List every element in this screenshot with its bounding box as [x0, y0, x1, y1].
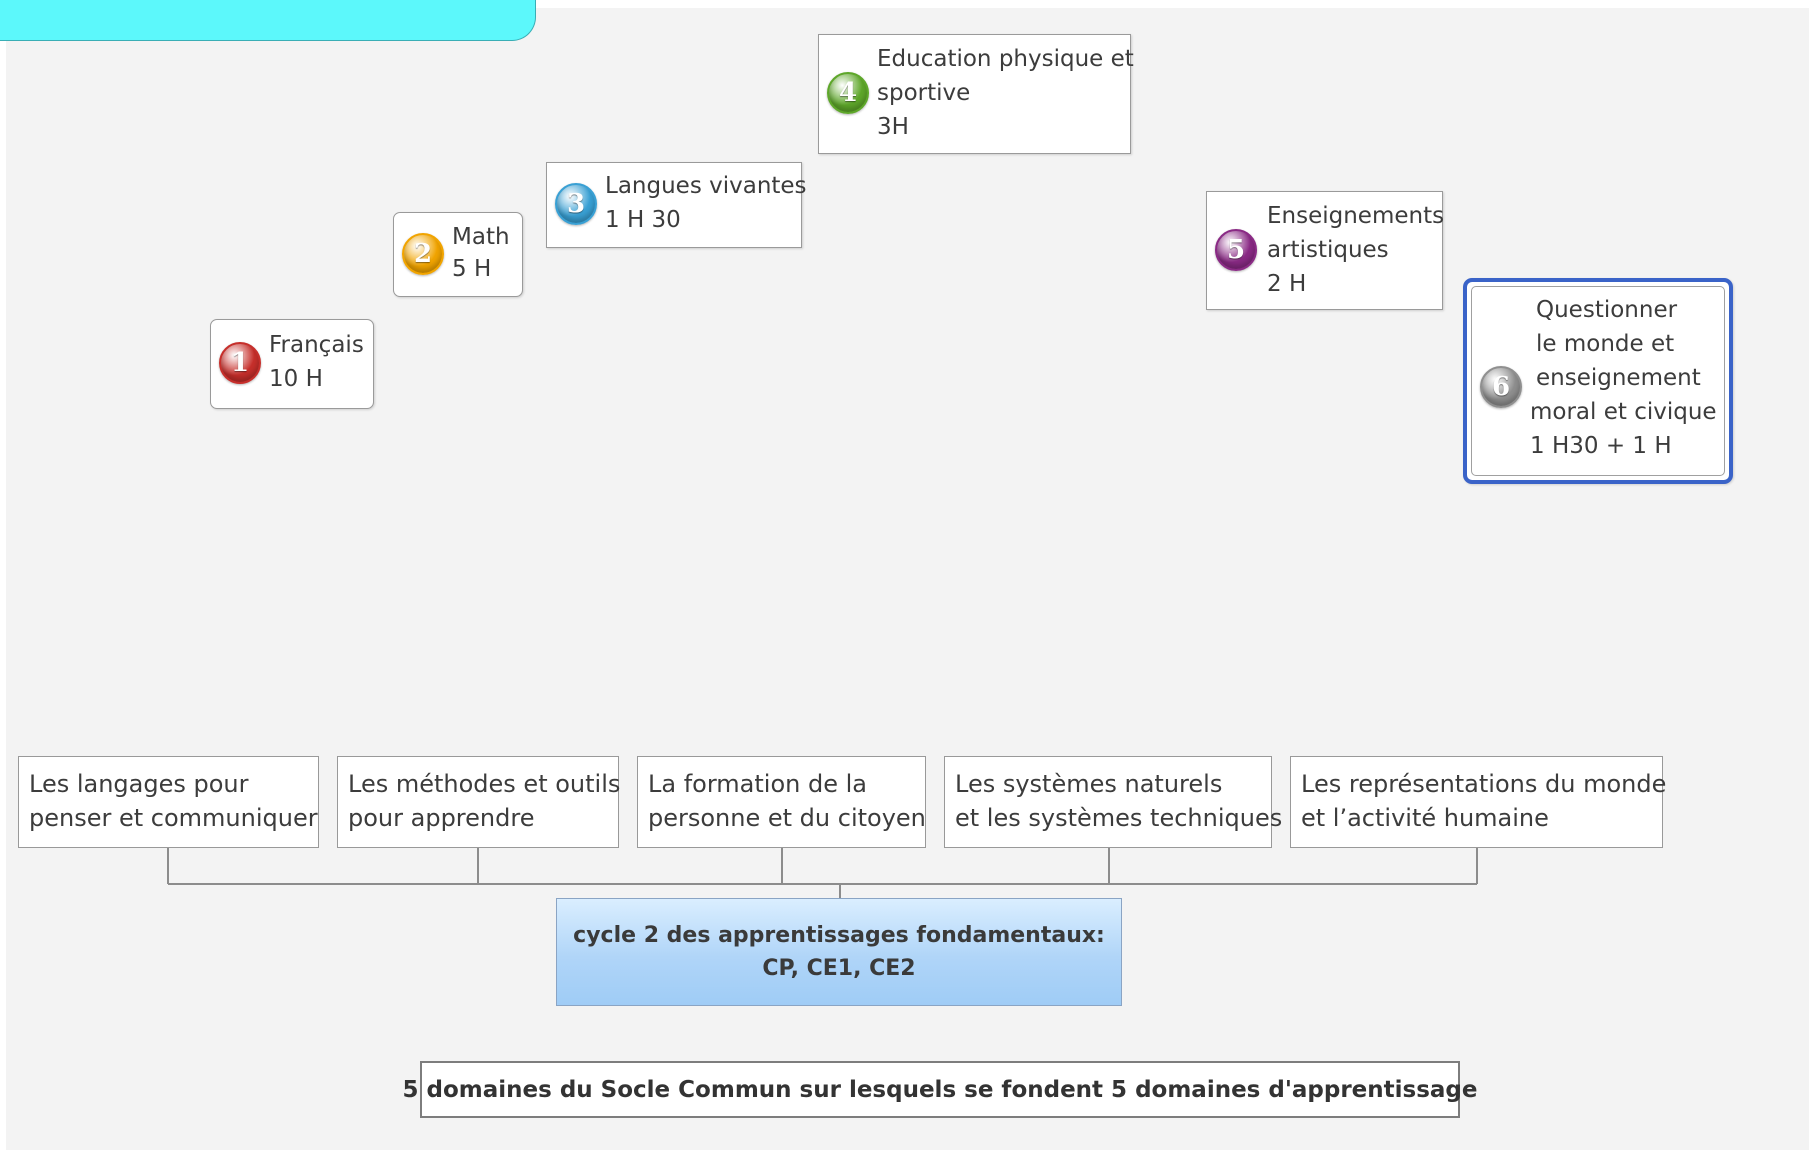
domain-label: Les systèmes naturels — [955, 770, 1223, 798]
domain-label: pour apprendre — [348, 804, 535, 832]
subject-node-francais[interactable]: 1 Français 10 H — [210, 319, 374, 409]
subject-label-cont: le monde et — [1536, 331, 1675, 357]
subject-label: Français — [269, 332, 364, 358]
subject-label-cont: enseignement — [1536, 365, 1701, 391]
domain-label: personne et du citoyen — [648, 804, 926, 832]
subject-node-arts[interactable]: 5 Enseignements artistiques 2 H — [1206, 191, 1445, 310]
subject-label: Langues vivantes — [605, 173, 807, 199]
central-topic[interactable]: cycle 2 des apprentissages fondamentaux:… — [556, 898, 1122, 1006]
number-5-icon: 5 — [1215, 229, 1257, 271]
subject-node-langues[interactable]: 3 Langues vivantes 1 H 30 — [546, 162, 807, 248]
domain-label: Les représentations du monde — [1301, 770, 1667, 798]
central-subtitle: CP, CE1, CE2 — [762, 956, 916, 981]
subject-hours: 1 H 30 — [605, 207, 681, 233]
subject-label: Questionner — [1536, 297, 1678, 323]
header-tab — [0, 0, 536, 41]
subject-label-cont: sportive — [877, 80, 971, 106]
domain-node-langages[interactable]: Les langages pour penser et communiquer — [18, 756, 319, 848]
domain-label: et l’activité humaine — [1301, 804, 1549, 832]
domain-label: penser et communiquer — [29, 804, 318, 832]
subject-label-cont: moral et civique — [1530, 399, 1717, 425]
subject-hours: 5 H — [452, 256, 492, 282]
subject-node-questionner[interactable]: 6 Questionner le monde et enseignement m… — [1463, 278, 1733, 484]
domain-label: Les méthodes et outils — [348, 770, 621, 798]
footer-text: 5 domaines du Socle Commun sur lesquels … — [402, 1076, 1478, 1103]
subject-hours: 2 H — [1267, 271, 1307, 297]
subject-node-math[interactable]: 2 Math 5 H — [393, 212, 523, 297]
subject-label: Education physique et — [877, 46, 1134, 72]
domain-label: La formation de la — [648, 770, 867, 798]
number-6-icon: 6 — [1480, 366, 1522, 408]
domain-node-formation[interactable]: La formation de la personne et du citoye… — [637, 756, 926, 848]
subject-label: Enseignements — [1267, 203, 1445, 229]
footer-note[interactable]: 5 domaines du Socle Commun sur lesquels … — [403, 1061, 1478, 1118]
number-2-icon: 2 — [402, 233, 444, 275]
number-1-icon: 1 — [219, 342, 261, 384]
subject-label-cont: artistiques — [1267, 237, 1389, 263]
domain-label: et les systèmes techniques — [955, 804, 1283, 832]
subject-hours: 10 H — [269, 366, 323, 392]
domain-label: Les langages pour — [29, 770, 249, 798]
central-title: cycle 2 des apprentissages fondamentaux: — [573, 923, 1105, 948]
domain-node-systemes[interactable]: Les systèmes naturels et les systèmes te… — [944, 756, 1283, 848]
domain-node-methodes[interactable]: Les méthodes et outils pour apprendre — [337, 756, 621, 848]
subject-hours: 1 H30 + 1 H — [1530, 433, 1672, 459]
number-3-icon: 3 — [555, 183, 597, 225]
subject-node-eps[interactable]: 4 Education physique et sportive 3H — [818, 34, 1134, 154]
domain-node-representations[interactable]: Les représentations du monde et l’activi… — [1290, 756, 1667, 848]
subject-label: Math — [452, 224, 510, 250]
subject-hours: 3H — [877, 114, 909, 140]
number-4-icon: 4 — [827, 72, 869, 114]
